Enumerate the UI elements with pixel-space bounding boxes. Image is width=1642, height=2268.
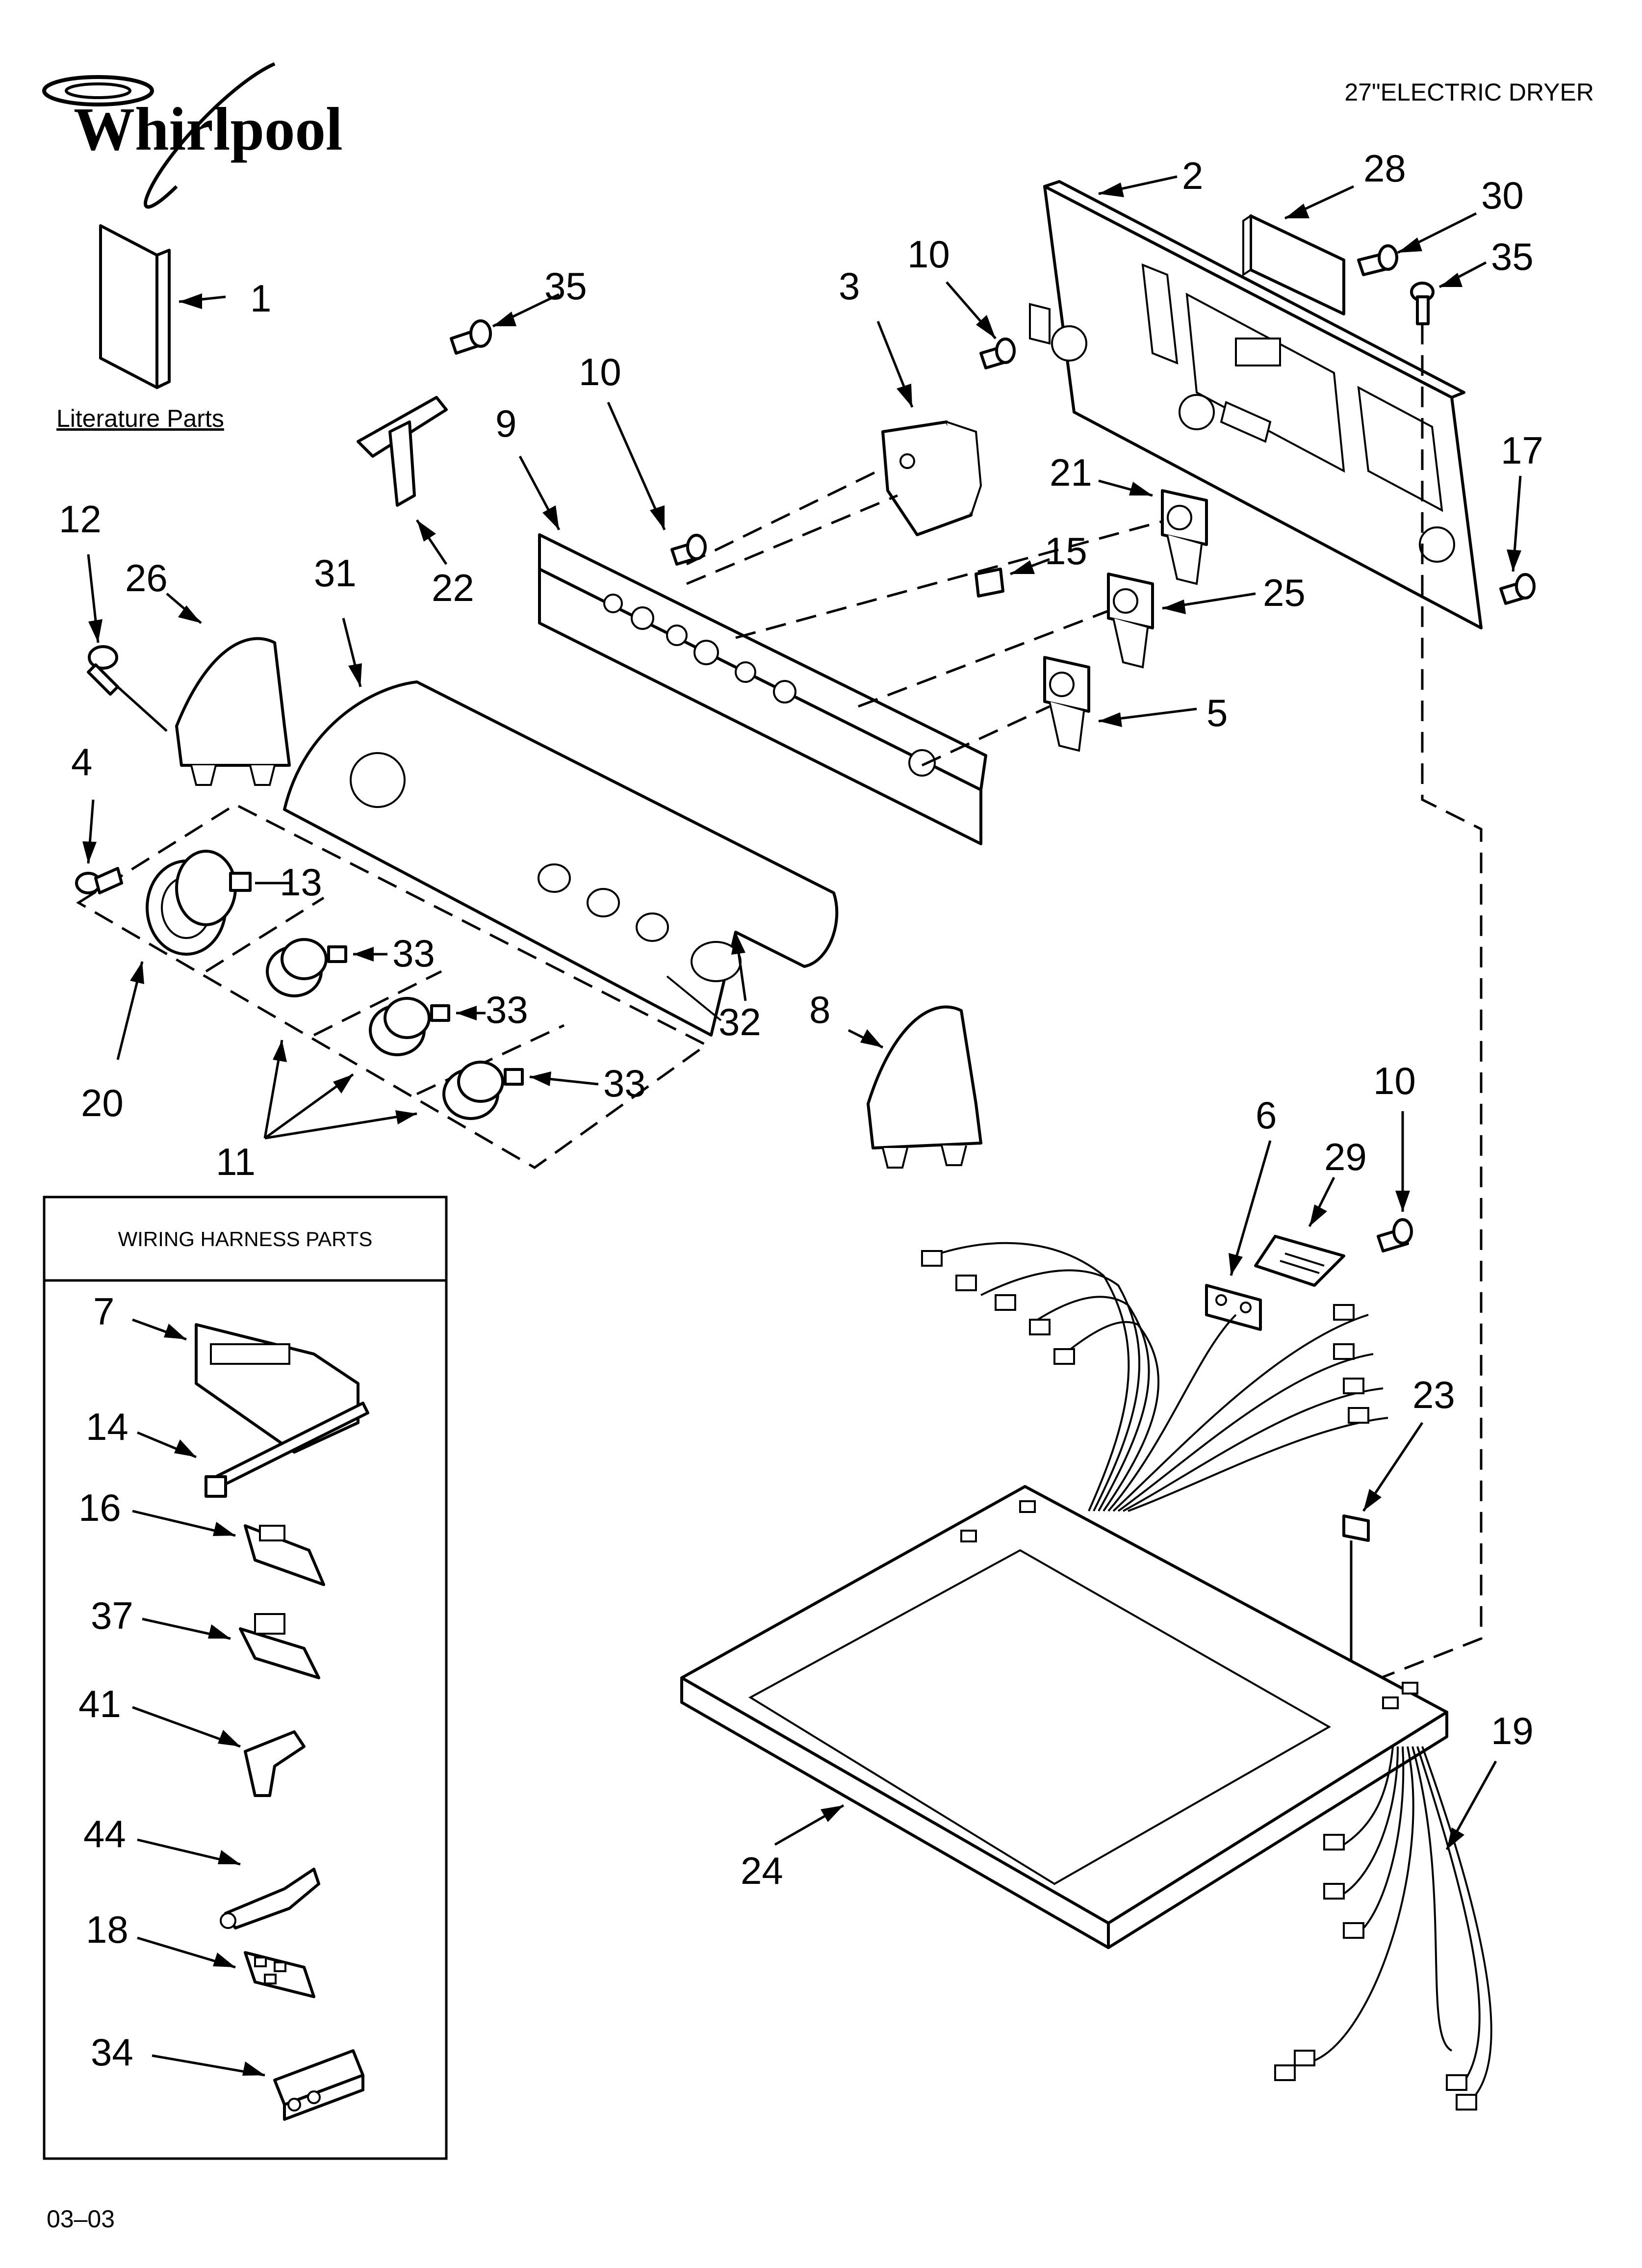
cable-tie-part-14 xyxy=(205,1402,369,1498)
screw-part-12 xyxy=(87,645,119,696)
callout-31: 31 xyxy=(314,551,357,595)
screw-part-10-mid xyxy=(670,534,707,566)
top-panel-part-24 xyxy=(680,1485,1448,1949)
callout-18: 18 xyxy=(86,1908,128,1951)
clip-part-23 xyxy=(1342,1514,1370,1542)
callout-24: 24 xyxy=(741,1849,783,1892)
screw-part-17 xyxy=(1499,573,1536,605)
terminal-part-44 xyxy=(220,1868,320,1929)
callout-22: 22 xyxy=(432,566,474,609)
wiring-harness-parts-box: WIRING HARNESS PARTS xyxy=(43,1196,448,2160)
screw-part-30 xyxy=(1357,244,1398,276)
wire-harness xyxy=(931,1242,1388,1512)
connector-part-34 xyxy=(273,2049,364,2121)
callout-41: 41 xyxy=(78,1682,121,1725)
callout-17: 17 xyxy=(1501,429,1543,472)
connector-part-37 xyxy=(239,1613,320,1679)
callout-7: 7 xyxy=(93,1290,114,1333)
callout-12: 12 xyxy=(59,497,102,541)
clip-part-15 xyxy=(975,568,1004,598)
literature-book-part-1 xyxy=(99,224,171,389)
callout-35-right: 35 xyxy=(1491,235,1534,278)
callout-34: 34 xyxy=(91,2031,133,2074)
wire-harness-lower xyxy=(1314,1746,1492,2101)
callout-14: 14 xyxy=(86,1405,128,1448)
callout-11: 11 xyxy=(216,1140,256,1183)
callout-23: 23 xyxy=(1412,1373,1455,1416)
callout-4: 4 xyxy=(71,740,92,783)
callout-16: 16 xyxy=(78,1486,121,1529)
knob-part-33-b xyxy=(369,997,450,1056)
screw-part-10-top xyxy=(979,338,1016,369)
callout-5: 5 xyxy=(1206,691,1228,734)
callout-19: 19 xyxy=(1491,1709,1534,1752)
screw-part-35-right xyxy=(1410,282,1435,325)
knob-part-33-a xyxy=(266,938,347,997)
wiring-box-title: WIRING HARNESS PARTS xyxy=(118,1227,373,1251)
callout-8: 8 xyxy=(809,988,830,1031)
connector-part-6 xyxy=(1205,1284,1262,1331)
end-cap-part-8 xyxy=(867,1005,982,1169)
callout-37: 37 xyxy=(91,1594,133,1637)
callout-10-lower: 10 xyxy=(1373,1059,1416,1102)
callout-28: 28 xyxy=(1363,147,1406,190)
clip-plate-part-28 xyxy=(1242,214,1345,315)
bracket-part-22 xyxy=(357,396,448,507)
callout-15: 15 xyxy=(1045,529,1087,573)
callout-1: 1 xyxy=(250,277,271,320)
callout-33-a: 33 xyxy=(392,932,435,975)
callout-13: 13 xyxy=(280,860,322,904)
callout-32: 32 xyxy=(718,1000,761,1043)
rear-console-panel-part-2 xyxy=(1029,180,1483,629)
callout-30: 30 xyxy=(1481,174,1524,217)
console-frame-part-9 xyxy=(538,533,987,845)
timer-knob-part-13 xyxy=(146,850,252,956)
callout-9: 9 xyxy=(495,402,516,445)
callout-3: 3 xyxy=(839,264,860,308)
callout-21: 21 xyxy=(1050,451,1092,494)
screw-part-35-left xyxy=(450,319,492,355)
switch-part-25 xyxy=(1107,573,1154,669)
diagram-title: 27"ELECTRIC DRYER xyxy=(1344,78,1594,106)
switch-part-5 xyxy=(1043,656,1090,752)
callout-20: 20 xyxy=(81,1081,124,1124)
timer-part-3 xyxy=(881,420,982,536)
switch-part-21 xyxy=(1161,489,1208,585)
callout-10-top: 10 xyxy=(907,233,950,276)
console-part-31 xyxy=(283,680,839,1037)
label-part-29 xyxy=(1254,1235,1345,1287)
retainer-part-41 xyxy=(244,1730,306,1797)
callout-6: 6 xyxy=(1256,1094,1277,1137)
end-cap-part-26 xyxy=(175,637,291,786)
callout-2: 2 xyxy=(1182,154,1203,197)
terminal-block-part-7 xyxy=(195,1323,359,1454)
literature-parts-caption: Literature Parts xyxy=(56,405,224,432)
knob-part-33-c xyxy=(442,1061,524,1120)
callout-33-c: 33 xyxy=(603,1062,646,1105)
harness-terminals-lower xyxy=(1274,1834,1477,2111)
connector-part-18 xyxy=(244,1951,315,1998)
callout-35-left: 35 xyxy=(544,264,587,308)
screw-part-4 xyxy=(75,867,123,894)
callout-26: 26 xyxy=(125,556,168,600)
connector-part-16 xyxy=(244,1524,325,1586)
footer-code: 03–03 xyxy=(47,2205,115,2233)
callout-10-mid: 10 xyxy=(579,350,621,393)
harness-terminals-upper xyxy=(921,1250,1369,1424)
callout-44: 44 xyxy=(83,1812,126,1855)
callout-29: 29 xyxy=(1324,1135,1367,1178)
brand-wordmark: Whirlpool xyxy=(74,96,343,163)
callout-33-b: 33 xyxy=(486,988,528,1031)
whirlpool-logo: Whirlpool xyxy=(42,62,343,209)
callout-25: 25 xyxy=(1263,571,1306,614)
screw-part-10-lower xyxy=(1377,1218,1413,1252)
